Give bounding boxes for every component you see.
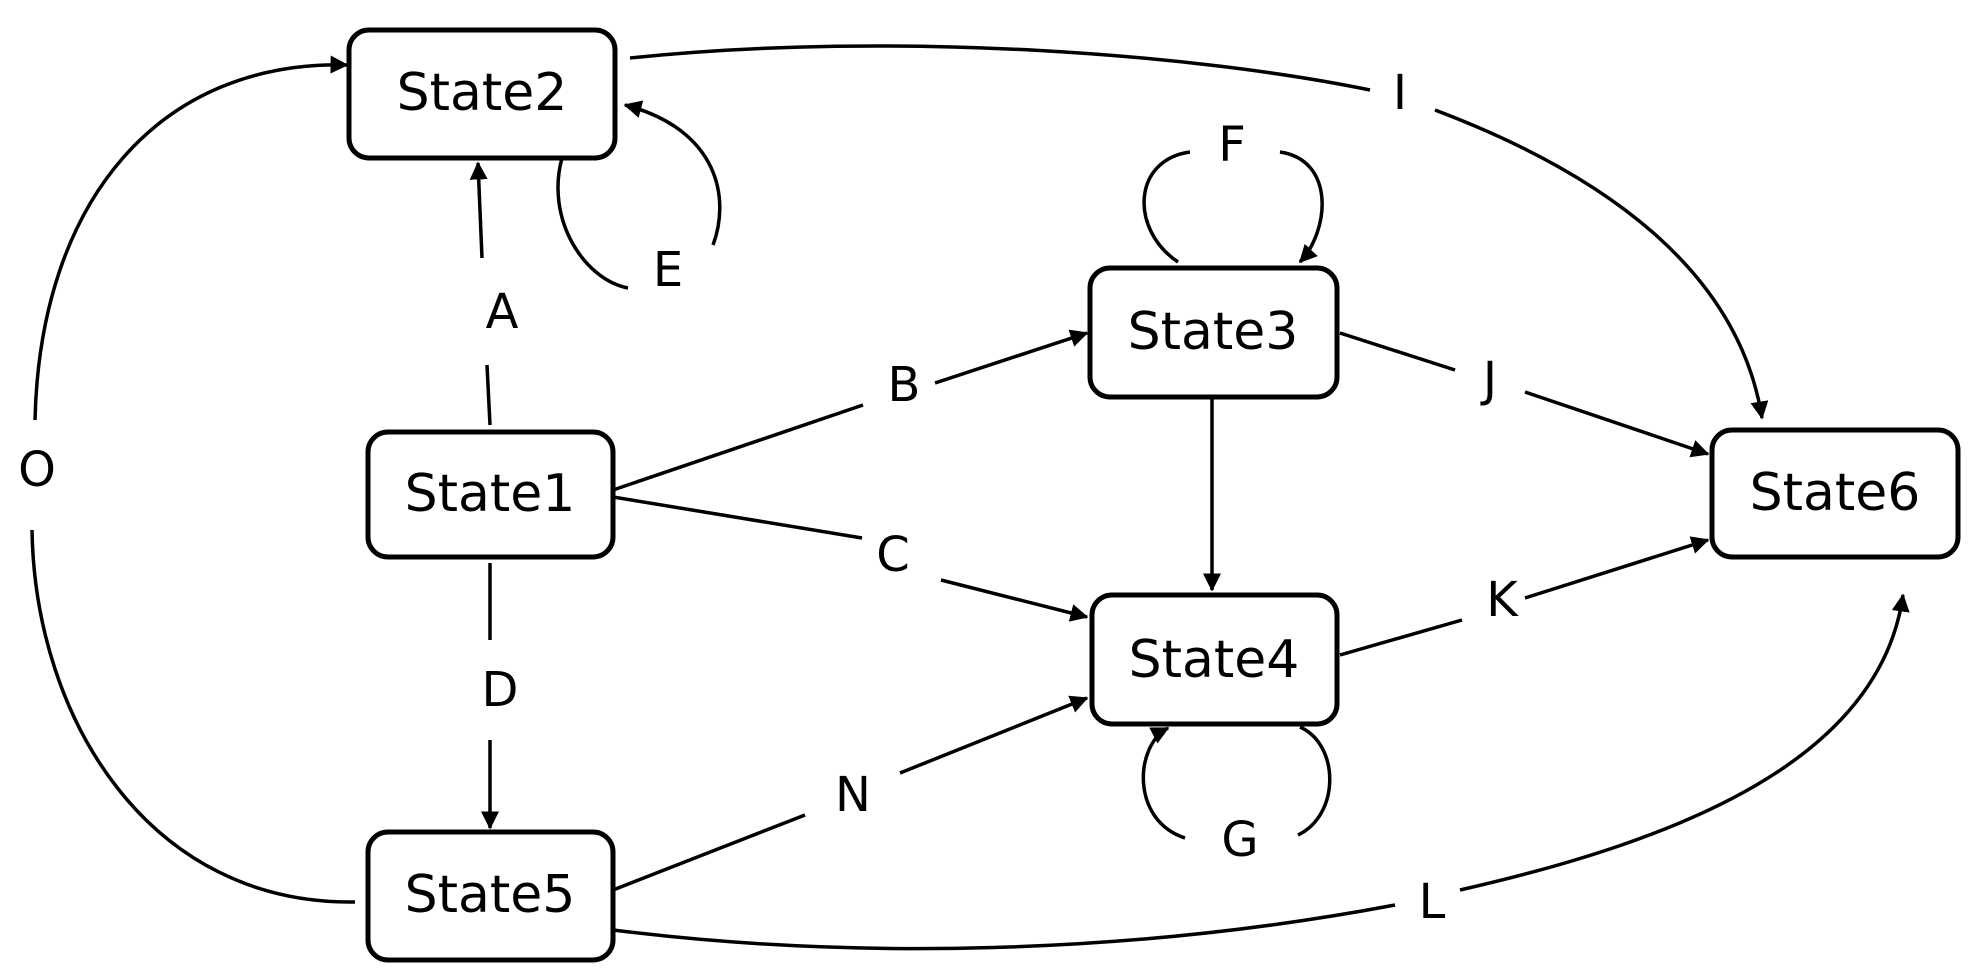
state-label-state4: State4 — [1129, 630, 1300, 690]
state-label-state2: State2 — [397, 63, 568, 123]
edge-label-k: K — [1486, 572, 1519, 628]
edge-label-d: D — [482, 662, 519, 718]
edge-label-e: E — [653, 242, 683, 298]
edge-label-a: A — [486, 284, 519, 340]
edge-k: K — [1339, 536, 1710, 657]
edge-g: G — [1141, 725, 1332, 868]
state-node-state3: State3 — [1087, 265, 1340, 400]
edge-b: B — [612, 329, 1089, 492]
edge-o: O — [18, 55, 356, 904]
edge-label-b: B — [888, 357, 921, 413]
edge-f: F — [1142, 117, 1324, 264]
state-node-state5: State5 — [365, 829, 616, 963]
state-node-state4: State4 — [1089, 592, 1340, 727]
edge-label-o: O — [18, 442, 56, 498]
state-label-state5: State5 — [405, 865, 576, 925]
edge-label-g: G — [1221, 812, 1258, 868]
edge-label-f: F — [1218, 117, 1246, 173]
state-node-state6: State6 — [1709, 427, 1961, 560]
edge-j: J — [1339, 331, 1710, 458]
edge-d: D — [481, 563, 519, 830]
state-label-state3: State3 — [1128, 302, 1299, 362]
edge-label-l: L — [1419, 874, 1446, 930]
edge-i: I — [629, 44, 1769, 420]
edge-a: A — [469, 161, 519, 426]
edge-l: L — [612, 593, 1910, 951]
edge-label-c: C — [876, 527, 910, 583]
edge-label-i: I — [1393, 65, 1407, 121]
edge-label-n: N — [835, 767, 871, 823]
state-node-state1: State1 — [365, 429, 616, 560]
edge-c: C — [612, 495, 1089, 622]
edge-n: N — [612, 695, 1089, 892]
edge-e: E — [556, 100, 722, 298]
state-label-state6: State6 — [1750, 463, 1921, 523]
state-label-state1: State1 — [405, 464, 576, 524]
state-node-state2: State2 — [346, 27, 618, 161]
edge-label-j: J — [1480, 352, 1497, 408]
